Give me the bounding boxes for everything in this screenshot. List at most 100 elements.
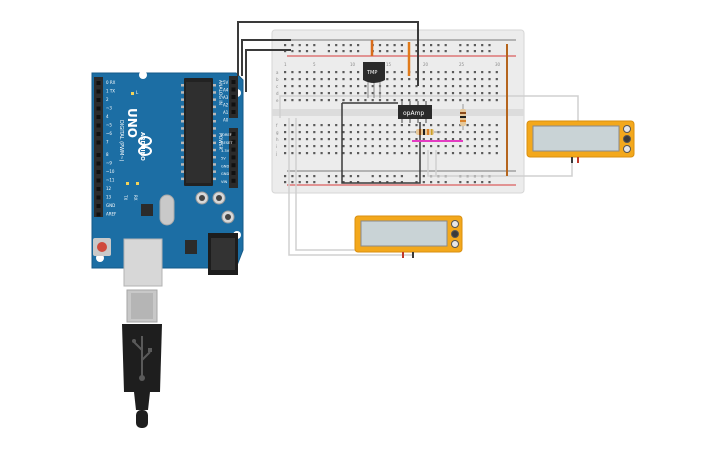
digital-pin[interactable] xyxy=(96,212,101,217)
breadboard-hole[interactable] xyxy=(298,152,301,155)
breadboard-hole[interactable] xyxy=(400,138,403,141)
breadboard-hole[interactable] xyxy=(305,124,309,127)
rail-hole[interactable] xyxy=(430,50,433,53)
rail-hole[interactable] xyxy=(400,44,403,47)
breadboard-hole[interactable] xyxy=(386,152,389,155)
breadboard-hole[interactable] xyxy=(451,131,455,134)
breadboard-hole[interactable] xyxy=(393,131,396,134)
digital-pin[interactable] xyxy=(96,204,101,208)
breadboard-hole[interactable] xyxy=(305,152,309,155)
rail-hole[interactable] xyxy=(437,44,440,47)
breadboard-hole[interactable] xyxy=(444,71,447,74)
breadboard-hole[interactable] xyxy=(466,78,469,81)
rail-hole[interactable] xyxy=(393,50,396,53)
breadboard-hole[interactable] xyxy=(481,145,484,148)
multimeter-knob[interactable] xyxy=(623,145,631,153)
breadboard-hole[interactable] xyxy=(393,124,396,127)
breadboard-hole[interactable] xyxy=(342,71,345,74)
breadboard-hole[interactable] xyxy=(371,152,374,155)
breadboard-hole[interactable] xyxy=(284,145,287,148)
analog-pin[interactable] xyxy=(231,80,236,84)
breadboard-hole[interactable] xyxy=(386,92,389,95)
breadboard-hole[interactable] xyxy=(422,124,425,127)
rail-hole[interactable] xyxy=(313,50,316,53)
multimeter-knob[interactable] xyxy=(623,135,631,143)
breadboard-hole[interactable] xyxy=(495,131,498,134)
breadboard-hole[interactable] xyxy=(327,152,330,155)
breadboard-hole[interactable] xyxy=(459,131,462,134)
breadboard-hole[interactable] xyxy=(400,85,403,88)
breadboard-hole[interactable] xyxy=(415,92,418,95)
breadboard-hole[interactable] xyxy=(495,152,498,155)
breadboard-hole[interactable] xyxy=(291,92,294,95)
breadboard-hole[interactable] xyxy=(335,131,338,134)
breadboard-hole[interactable] xyxy=(430,85,433,88)
breadboard-hole[interactable] xyxy=(335,92,338,95)
breadboard-hole[interactable] xyxy=(298,71,301,74)
breadboard-hole[interactable] xyxy=(466,85,469,88)
rail-hole[interactable] xyxy=(400,181,403,184)
breadboard-hole[interactable] xyxy=(481,124,484,127)
rail-hole[interactable] xyxy=(415,175,418,178)
rail-hole[interactable] xyxy=(291,175,294,178)
breadboard-hole[interactable] xyxy=(444,138,447,141)
breadboard-hole[interactable] xyxy=(488,71,491,74)
wire-5v[interactable] xyxy=(237,21,419,86)
breadboard-hole[interactable] xyxy=(393,138,396,141)
breadboard-hole[interactable] xyxy=(378,131,382,134)
breadboard-hole[interactable] xyxy=(371,92,374,95)
rail-hole[interactable] xyxy=(284,44,287,47)
breadboard-hole[interactable] xyxy=(305,131,309,134)
breadboard-hole[interactable] xyxy=(466,99,469,102)
breadboard-hole[interactable] xyxy=(415,85,418,88)
rail-hole[interactable] xyxy=(335,50,338,53)
rail-hole[interactable] xyxy=(305,181,309,184)
breadboard-hole[interactable] xyxy=(349,145,352,148)
breadboard-hole[interactable] xyxy=(473,124,476,127)
breadboard-hole[interactable] xyxy=(327,85,330,88)
digital-pin[interactable] xyxy=(96,132,101,136)
rail-hole[interactable] xyxy=(400,175,403,178)
rail-hole[interactable] xyxy=(291,50,294,53)
breadboard-hole[interactable] xyxy=(342,124,345,127)
breadboard-hole[interactable] xyxy=(459,99,462,102)
breadboard-hole[interactable] xyxy=(488,99,491,102)
breadboard-hole[interactable] xyxy=(378,124,382,127)
digital-pin-holes[interactable] xyxy=(96,81,101,217)
breadboard-hole[interactable] xyxy=(466,138,469,141)
breadboard-hole[interactable] xyxy=(386,131,389,134)
breadboard-hole[interactable] xyxy=(284,99,287,102)
breadboard-hole[interactable] xyxy=(422,78,425,81)
breadboard-hole[interactable] xyxy=(305,138,309,141)
rail-hole[interactable] xyxy=(481,50,484,53)
breadboard-hole[interactable] xyxy=(357,85,360,88)
breadboard-hole[interactable] xyxy=(327,131,330,134)
breadboard-hole[interactable] xyxy=(291,131,294,134)
breadboard-hole[interactable] xyxy=(291,78,294,81)
breadboard-hole[interactable] xyxy=(335,85,338,88)
breadboard-hole[interactable] xyxy=(408,124,411,127)
breadboard-hole[interactable] xyxy=(335,124,338,127)
breadboard-hole[interactable] xyxy=(430,92,433,95)
breadboard-hole[interactable] xyxy=(284,71,287,74)
right-header-pins[interactable] xyxy=(231,80,236,183)
rail-hole[interactable] xyxy=(437,50,440,53)
rail-hole[interactable] xyxy=(473,44,476,47)
rail-hole[interactable] xyxy=(430,44,433,47)
breadboard-hole[interactable] xyxy=(488,85,491,88)
breadboard-hole[interactable] xyxy=(437,99,440,102)
breadboard-hole[interactable] xyxy=(437,138,440,141)
rail-hole[interactable] xyxy=(415,44,418,47)
breadboard-hole[interactable] xyxy=(320,99,323,102)
breadboard-hole[interactable] xyxy=(291,71,294,74)
breadboard-hole[interactable] xyxy=(335,145,338,148)
breadboard-hole[interactable] xyxy=(342,145,345,148)
breadboard-hole[interactable] xyxy=(466,145,469,148)
rail-hole[interactable] xyxy=(466,50,469,53)
breadboard-hole[interactable] xyxy=(284,92,287,95)
wire-a0[interactable] xyxy=(245,49,291,92)
rail-hole[interactable] xyxy=(488,50,491,53)
breadboard-hole[interactable] xyxy=(284,138,287,141)
breadboard-hole[interactable] xyxy=(466,152,469,155)
